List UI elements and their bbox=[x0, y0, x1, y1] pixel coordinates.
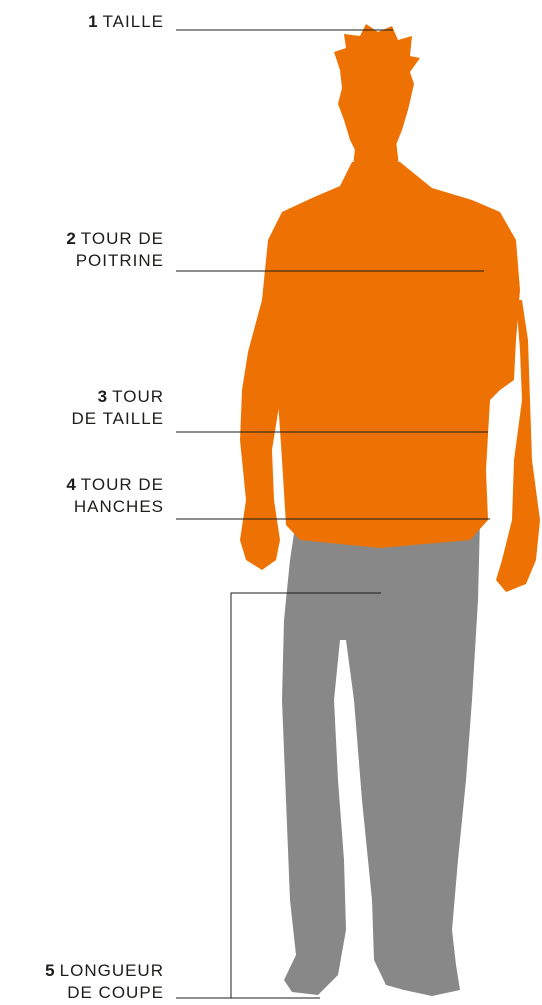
label-text: DE TAILLE bbox=[72, 408, 164, 430]
label-number: 3 bbox=[98, 387, 108, 406]
label-number: 1 bbox=[88, 12, 98, 31]
trousers-silhouette bbox=[282, 520, 480, 996]
label-tour-de-poitrine: 2 TOUR DE POITRINE bbox=[66, 228, 164, 272]
label-text: HANCHES bbox=[66, 496, 164, 518]
shirt-silhouette bbox=[240, 24, 540, 592]
label-taille: 1 TAILLE bbox=[88, 11, 164, 33]
label-text: TOUR DE bbox=[81, 475, 164, 494]
label-text: TAILLE bbox=[103, 12, 164, 31]
label-text: TOUR bbox=[112, 387, 164, 406]
label-text: LONGUEUR bbox=[60, 961, 164, 980]
label-text: TOUR DE bbox=[81, 229, 164, 248]
label-number: 4 bbox=[66, 475, 76, 494]
label-tour-de-hanches: 4 TOUR DE HANCHES bbox=[66, 474, 164, 518]
label-number: 2 bbox=[66, 229, 76, 248]
label-longueur-de-coupe: 5 LONGUEUR DE COUPE bbox=[45, 960, 164, 1004]
label-text: DE COUPE bbox=[45, 982, 164, 1004]
label-number: 5 bbox=[45, 961, 55, 980]
label-text: POITRINE bbox=[66, 250, 164, 272]
